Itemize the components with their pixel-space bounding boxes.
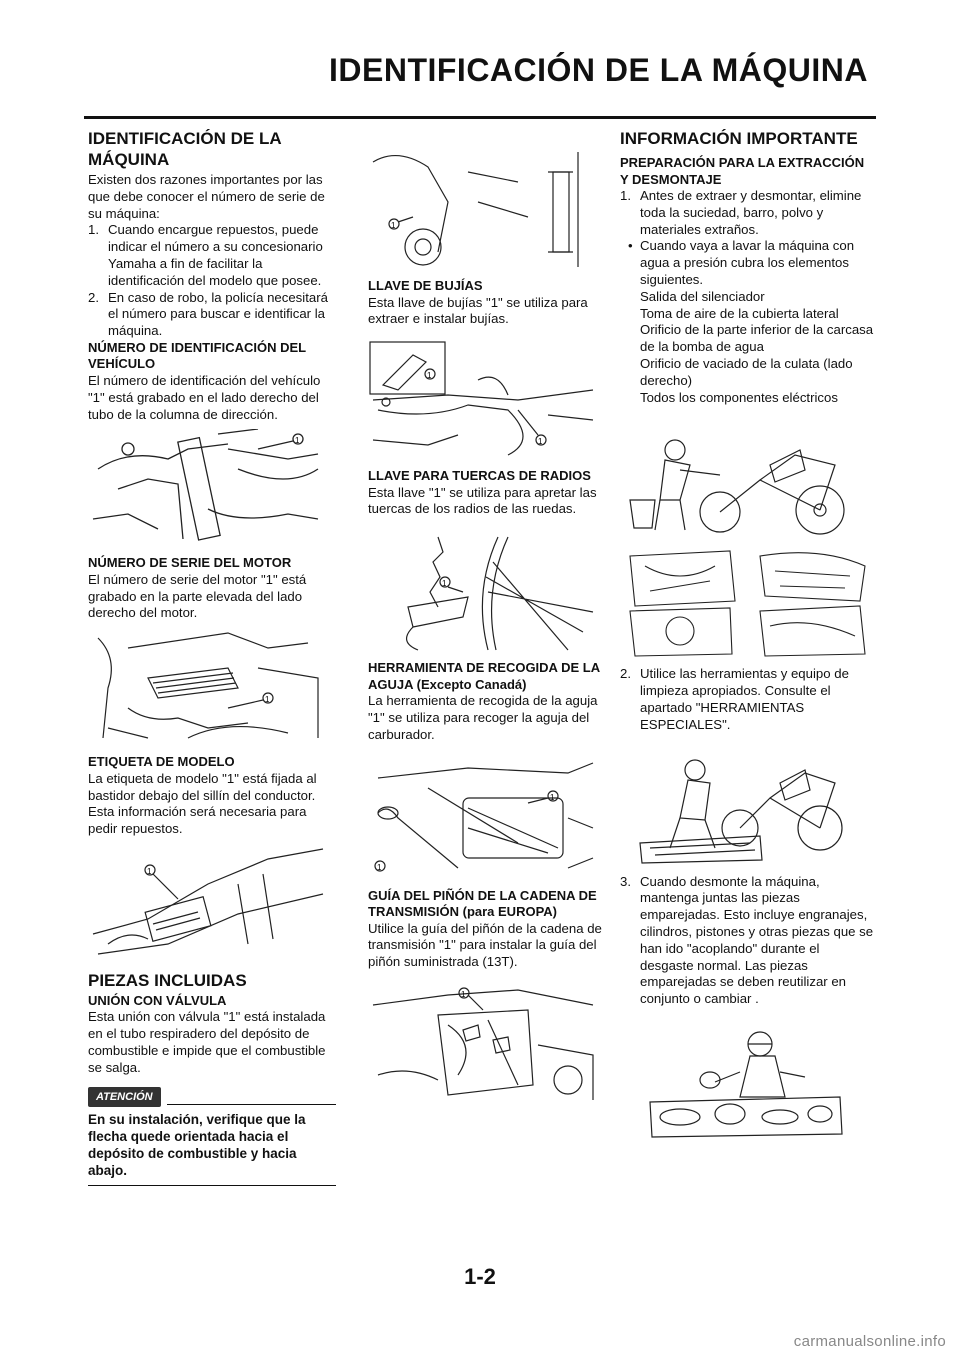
caution-text: En su instalación, verifique que la flec… [88,1111,336,1187]
sprocket-guide-text: Utilice la guía del piñón de la cadena d… [368,920,602,970]
cover-item: Todos los componentes eléctricos [640,389,838,405]
spark-plug-wrench-illustration: 1 [372,152,579,267]
list-item: 1. Cuando encargue repuestos, puede indi… [88,222,336,289]
watermark: carmanualsonline.info [793,1333,946,1350]
svg-text:1: 1 [538,437,543,446]
list-text: Antes de extraer y desmontar, elimine to… [640,188,862,237]
cover-item: Toma de aire de la cubierta lateral [640,305,839,321]
model-label-illustration: 1 [92,848,324,955]
caution-badge: ATENCIÓN [88,1086,161,1108]
list-number: 2. [620,666,631,682]
vin-text: El número de identificación del vehículo… [88,372,321,422]
list-text: En caso de robo, la policía necesitará e… [108,289,328,339]
page-number: 1-2 [464,1264,496,1289]
svg-text:1: 1 [377,863,382,872]
list-text: Cuando desmonte la máquina, mantenga jun… [640,873,874,1007]
column-left: IDENTIFICACIÓN DE LA MÁQUINA Existen dos… [88,128,336,1187]
cover-item: Orificio de la parte inferior de la carc… [640,322,874,355]
spark-plug-wrench-title: LLAVE DE BUJÍAS [368,278,483,293]
list-number: 2. [88,289,99,305]
spoke-wrench-illustration: 1 1 [369,341,594,456]
svg-text:1: 1 [295,436,300,445]
list-number: 1. [620,188,631,203]
model-label-title: ETIQUETA DE MODELO [88,754,235,770]
list-item: 1. Antes de extraer y desmontar, elimine… [620,188,874,238]
spark-plug-wrench-text: Esta llave de bujías "1" se utiliza para… [368,294,588,327]
cleaning-tools-illustration [639,758,843,864]
svg-text:1: 1 [147,867,152,876]
caution-header: ATENCIÓN [88,1086,336,1108]
needle-tool-title: HERRAMIENTA DE RECOGIDA DE LA AGUJA (Exc… [368,660,600,692]
engine-serial-text: El número de serie del motor "1" está gr… [88,571,307,621]
list-number: 3. [620,873,631,889]
engine-serial-title: NÚMERO DE SERIE DEL MOTOR [88,555,292,571]
valve-joint-text: Esta unión con válvula "1" está instalad… [88,1009,326,1075]
mated-parts-illustration [649,1031,843,1138]
steering-column-illustration: 1 [92,429,319,542]
list-text: Utilice las herramientas y equipo de lim… [640,666,849,732]
header-rule [84,116,876,119]
svg-text:1: 1 [461,990,466,999]
section-title-included-parts: PIEZAS INCLUIDAS [88,970,247,990]
bullet-text: Cuando vaya a lavar la máquina con agua … [640,238,855,287]
list-number: 1. [88,222,99,238]
section-title-important-info: INFORMACIÓN IMPORTANTE [620,129,858,148]
svg-text:1: 1 [427,371,432,380]
prep-title: PREPARACIÓN PARA LA EXTRACCIÓN Y DESMONT… [620,155,865,187]
list-item: 2. Utilice las herramientas y equipo de … [620,666,874,733]
section-title-identification: IDENTIFICACIÓN DE LA MÁQUINA [88,129,281,169]
cover-item: Orificio de vaciado de la culata (lado d… [640,355,853,388]
vin-title: NÚMERO DE IDENTIFICACIÓN DEL VEHÍCULO [88,339,306,372]
list-item: 2. En caso de robo, la policía necesitar… [88,290,336,340]
sprocket-guide-illustration: 1 [372,987,594,1100]
caution-rule [166,1104,336,1106]
svg-text:1: 1 [442,579,447,588]
svg-text:1: 1 [550,793,555,802]
needle-pickup-tool-illustration: 1 1 [374,762,594,872]
spoke-nut-wrench-illustration: 1 [406,536,594,651]
page-header-title: IDENTIFICACIÓN DE LA MÁQUINA [328,52,868,88]
column-right: INFORMACIÓN IMPORTANTE PREPARACIÓN PARA … [620,128,874,1148]
bullet-item: • Cuando vaya a lavar la máquina con agu… [620,238,874,288]
spoke-wrench-text: Esta llave "1" se utiliza para apretar l… [368,484,597,517]
svg-text:1: 1 [265,695,270,704]
spoke-wrench-title: LLAVE PARA TUERCAS DE RADIOS [368,468,591,484]
valve-joint-title: UNIÓN CON VÁLVULA [88,992,227,1008]
list-item: 3. Cuando desmonte la máquina, mantenga … [620,874,874,1008]
sprocket-guide-title: GUÍA DEL PIÑÓN DE LA CADENA DE TRANSMISI… [368,887,597,920]
engine-serial-illustration: 1 [97,632,319,739]
model-label-text: La etiqueta de modelo "1" está fijada al… [88,770,317,837]
column-middle: 1 LLAVE DE BUJÍAS Esta llave de bujías "… [368,128,606,1115]
list-text: Cuando encargue repuestos, puede indicar… [108,222,323,288]
cover-item: Salida del silenciador [640,288,765,304]
intro-paragraph: Existen dos razones importantes por las … [88,172,325,221]
needle-tool-text: La herramienta de recogida de la aguja "… [368,693,598,742]
cover-points-illustration [629,550,866,657]
bullet-mark: • [628,238,633,254]
svg-text:1: 1 [391,221,396,230]
washing-motorcycle-illustration [629,439,845,535]
